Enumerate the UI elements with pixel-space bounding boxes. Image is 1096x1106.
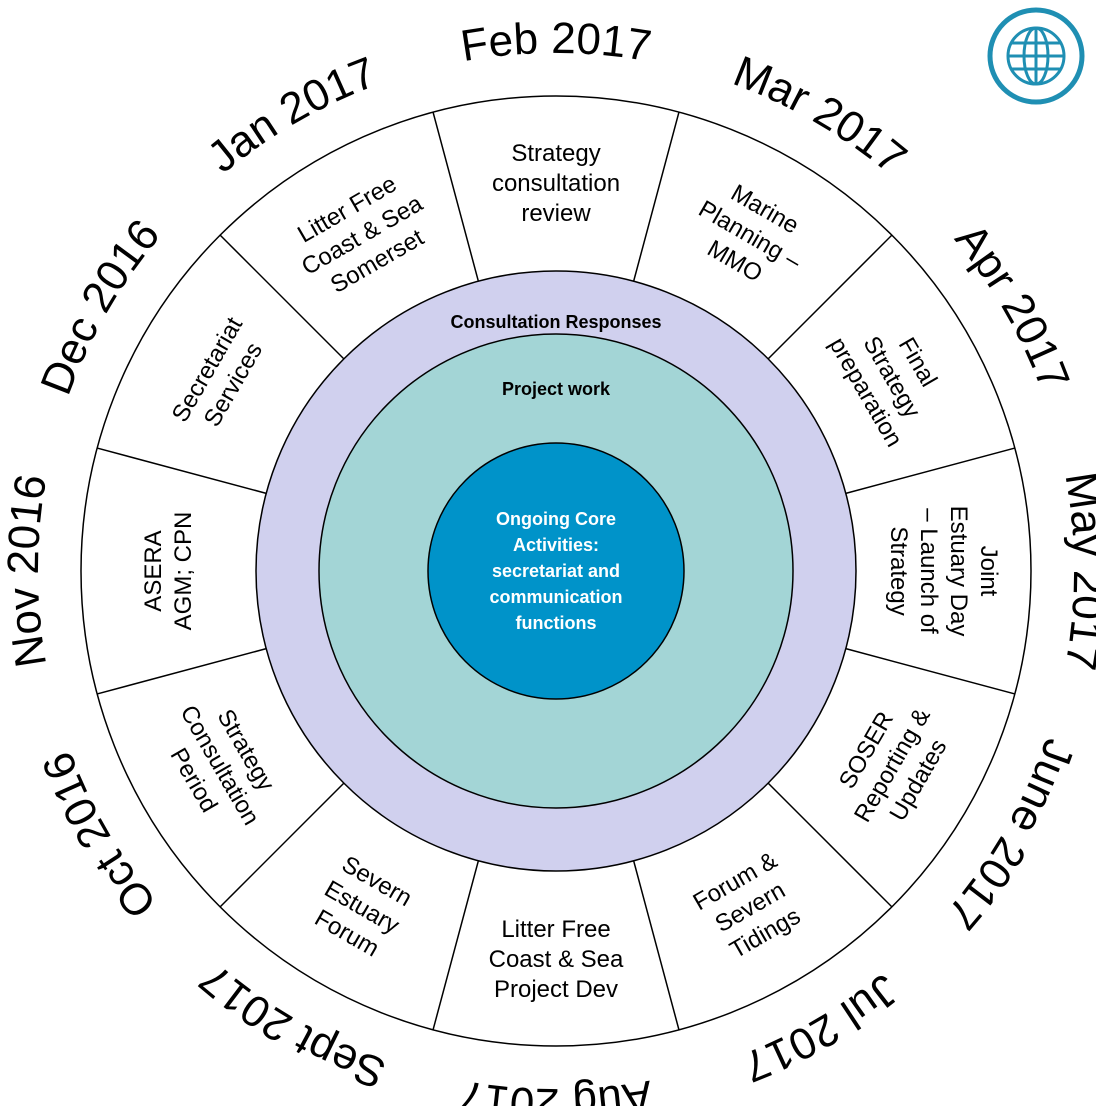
segment-divider	[219, 234, 345, 360]
globe-icon	[987, 7, 1085, 105]
consultation-responses-label: Consultation Responses	[450, 312, 661, 332]
segment-label-line: Joint	[975, 546, 1002, 597]
segment-label-line: ASERA	[140, 530, 167, 611]
segment-label-line: Project Dev	[494, 976, 618, 1003]
month-label: May 2017	[1055, 469, 1096, 674]
segment-divider	[219, 782, 345, 908]
core-circle	[427, 442, 685, 700]
segment-divider	[432, 860, 480, 1031]
segment-divider	[96, 647, 267, 695]
segment-divider	[845, 447, 1016, 495]
core-label-line: communication	[489, 587, 622, 607]
core-label-line: functions	[516, 613, 597, 633]
segment-divider	[632, 860, 680, 1031]
segment-label-line: Coast & Sea	[489, 946, 624, 973]
month-label: Nov 2016	[0, 471, 56, 671]
segment-label-line: – Launch of	[915, 508, 942, 634]
segment-divider	[767, 782, 893, 908]
segment-label: Strategy consultation review	[492, 140, 620, 227]
segment-label-line: consultation	[492, 170, 620, 197]
month-label: Feb 2017	[457, 14, 654, 71]
core-label-line: Activities:	[513, 535, 599, 555]
core-label-line: Ongoing Core	[496, 509, 616, 529]
segment-label-line: Strategy	[511, 140, 600, 167]
segment-label-line: Litter Free	[501, 916, 610, 943]
globe-outline	[987, 7, 1085, 105]
segment-label-line: AGM; CPN	[170, 512, 197, 631]
segment-label-line: review	[521, 200, 591, 227]
segment-divider	[432, 111, 480, 282]
segment-divider	[96, 447, 267, 495]
segment-divider	[767, 234, 893, 360]
segment-label-line: Estuary Day	[945, 506, 972, 637]
month-label: Aug 2017	[456, 1071, 656, 1106]
project-work-label: Project work	[502, 379, 611, 399]
inner-rings	[255, 270, 857, 872]
segment-divider	[632, 111, 680, 282]
segment-label-line: Strategy	[885, 526, 912, 615]
segment-divider	[845, 647, 1016, 695]
core-label-line: secretariat and	[492, 561, 620, 581]
